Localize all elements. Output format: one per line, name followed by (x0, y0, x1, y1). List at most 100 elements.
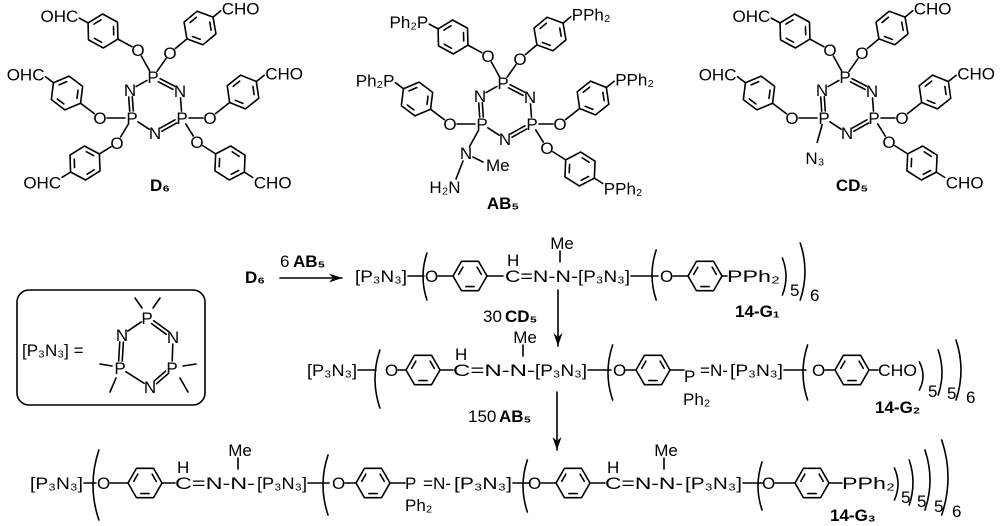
double-bond-line (511, 128, 528, 138)
bond-line (179, 377, 189, 393)
double-bond-line (150, 322, 168, 336)
bond-line (866, 38, 880, 50)
aromatic-double-bond (252, 85, 255, 96)
double-bond-line (127, 96, 131, 112)
bond-line (562, 15, 572, 24)
aromatic-double-bond (659, 360, 666, 370)
oxygen-atom: O (882, 133, 895, 152)
oxygen-atom: O (528, 474, 541, 493)
phosphorus-atom: P (526, 115, 537, 134)
phosphorus-atom: P (141, 309, 152, 328)
oxygen-atom: O (332, 474, 345, 493)
left-substituent: OHC (40, 7, 78, 26)
bond-line (829, 121, 842, 130)
oxygen-atom: O (443, 115, 456, 134)
double-bond-line (155, 373, 169, 385)
arrow-head (553, 333, 563, 346)
aromatic-double-bond (230, 169, 240, 176)
aromatic-double-bond (785, 19, 794, 25)
benzene-ring (687, 260, 723, 292)
right-substituent: CHO (914, 0, 952, 19)
bond-line (490, 61, 501, 78)
bond-line (894, 144, 909, 155)
bond-line (182, 363, 197, 367)
oxygen-atom: O (812, 361, 825, 380)
nitrogen-atom: N (149, 124, 161, 143)
amine-group: H₂N (429, 178, 460, 197)
open-parenthesis (92, 449, 100, 521)
bond-line (904, 9, 914, 18)
open-parenthesis (422, 252, 428, 301)
nitrogen-atom: N (841, 124, 853, 143)
bond-line (506, 63, 517, 79)
repeat-count: 5 (790, 281, 799, 300)
aldehyde-group: CHO (878, 361, 917, 380)
repeat-count: 6 (810, 286, 819, 305)
double-bond-line (509, 125, 526, 135)
bond-line (98, 145, 112, 155)
oxygen-atom: O (131, 41, 144, 60)
double-bond-line (159, 77, 176, 87)
p3n3-core: [P₃N₃] (535, 361, 587, 380)
product-label-g2: 14-G₂ (875, 398, 920, 417)
phosphorus-atom: P (497, 74, 508, 93)
aromatic-double-bond (558, 27, 562, 38)
aromatic-double-bond (76, 89, 79, 100)
step1-reagent: AB₅ (293, 252, 325, 271)
close-parenthesis (918, 361, 924, 391)
double-bond-line (159, 119, 176, 129)
aromatic-double-bond (189, 16, 198, 24)
bond-line (134, 297, 143, 309)
double-bond-line (117, 341, 121, 362)
bond-line (428, 23, 439, 30)
bond-line (156, 57, 167, 73)
aromatic-double-bond (58, 80, 68, 86)
imine-hydrogen: H (507, 251, 519, 270)
aromatic-double-bond (443, 25, 452, 31)
bond-line (99, 363, 113, 367)
aromatic-double-bond (541, 41, 552, 47)
azide-group: N₃ (805, 149, 824, 168)
aromatic-double-bond (579, 473, 586, 483)
phosphorus-atom: P (476, 115, 487, 134)
double-bond-line (851, 119, 868, 129)
bond-line (832, 55, 843, 72)
bond-line (119, 123, 130, 138)
nitrogen-atom: N (524, 88, 536, 107)
p3n3-core: [P₃N₃] (30, 474, 83, 493)
phosphorus-atom: P (868, 109, 879, 128)
aromatic-double-bond (839, 360, 846, 370)
aromatic-double-bond (406, 104, 415, 111)
p3n3-core: [P₃N₃] (257, 474, 307, 493)
bond-line (947, 74, 958, 83)
bond-line (174, 38, 188, 50)
aromatic-double-bond (151, 473, 158, 483)
double-bond-line (823, 96, 827, 112)
close-parenthesis (781, 257, 787, 296)
bond-line (214, 101, 231, 115)
bond-line (137, 121, 150, 130)
aromatic-double-bond (883, 35, 894, 41)
starting-material-d6: D₆ (245, 268, 265, 287)
close-parenthesis (908, 459, 914, 506)
right-substituent: PPh₂ (615, 70, 654, 89)
double-bond-line (152, 319, 170, 333)
double-bond-line (507, 87, 524, 97)
aromatic-double-bond (379, 473, 386, 483)
p3n3-core: [P₃N₃] (307, 361, 357, 380)
benzene-ring (127, 467, 163, 499)
aromatic-double-bond (944, 85, 947, 96)
bond-line (212, 9, 222, 18)
aromatic-double-bond (581, 157, 590, 164)
oxygen-atom: O (93, 109, 106, 128)
bond-line (126, 321, 143, 332)
repeat-count: 5 (947, 384, 956, 403)
hydrazone-linker: C=N-N- (505, 267, 578, 286)
aromatic-double-bond (86, 169, 95, 175)
right-substituent: CHO (265, 64, 303, 83)
open-parenthesis (757, 461, 763, 511)
p3n3-core: [P₃N₃] (685, 474, 742, 493)
aromatic-double-bond (580, 175, 590, 182)
bond-line (534, 129, 545, 143)
phosphorus-atom: P (176, 109, 187, 128)
